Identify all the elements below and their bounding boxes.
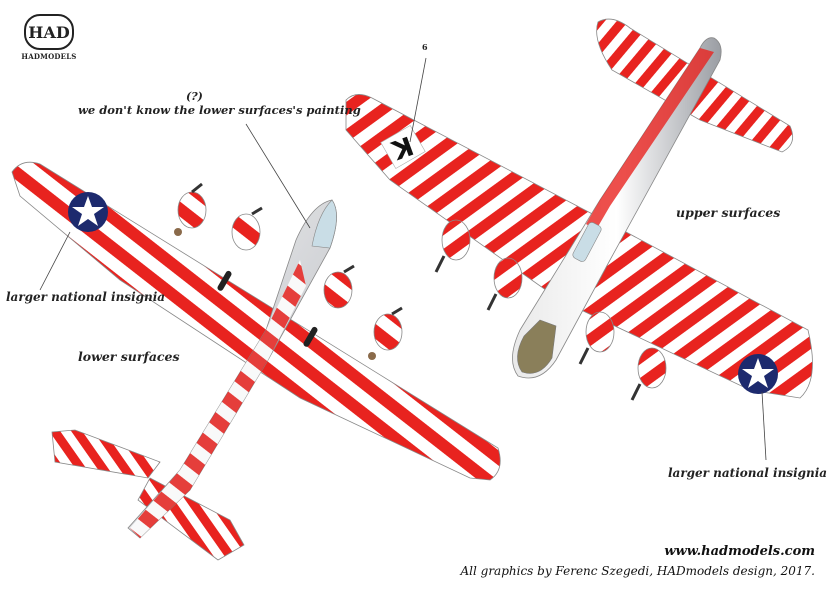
lower-tailplane-left [51, 429, 161, 479]
lower-fuselage-stripes [130, 260, 306, 538]
leader-insignia-left [39, 231, 71, 291]
lower-engine-4 [368, 306, 403, 360]
upper-fuselage-stripes [586, 48, 714, 230]
upper-cockpit-canopy [572, 222, 602, 262]
logo-subtitle: HADMODELS [21, 52, 77, 61]
upper-surfaces-label: upper surfaces [676, 205, 781, 220]
upper-surfaces-aircraft: K [345, 18, 813, 401]
lower-national-insignia [68, 192, 108, 232]
lower-nose-glazing [311, 199, 337, 249]
upper-engine-2 [486, 257, 523, 311]
upper-engine-1 [434, 219, 471, 273]
leader-insignia-right [761, 391, 767, 461]
lower-surfaces-aircraft [11, 161, 501, 561]
code-number-label: 6 [422, 42, 428, 52]
leader-code-number [409, 57, 427, 143]
insignia-label-right: larger national insignia [668, 466, 828, 480]
upper-engine-4 [630, 347, 667, 401]
lower-painting-note: we don't know the lower surfaces's paint… [78, 103, 361, 117]
lower-engine-3 [303, 264, 355, 347]
upper-nose-antiglare [517, 319, 557, 374]
upper-engine-3 [578, 311, 615, 365]
lower-main-wing [11, 161, 501, 481]
hadmodels-logo: HAD HADMODELS [18, 14, 80, 61]
question-mark-note: (?) [186, 90, 203, 103]
leader-lower-note [245, 123, 311, 229]
lower-engine-2 [217, 206, 263, 291]
logo-mark: HAD [24, 14, 74, 50]
website-url: www.hadmodels.com [664, 544, 815, 559]
upper-national-insignia [738, 354, 778, 394]
upper-fuselage [512, 37, 722, 379]
tail-code-panel [380, 125, 426, 169]
lower-engine-1 [174, 182, 207, 236]
insignia-label-left: larger national insignia [6, 290, 166, 304]
credit-line: All graphics by Ferenc Szegedi, HADmodel… [460, 564, 815, 578]
lower-surfaces-label: lower surfaces [78, 349, 180, 364]
